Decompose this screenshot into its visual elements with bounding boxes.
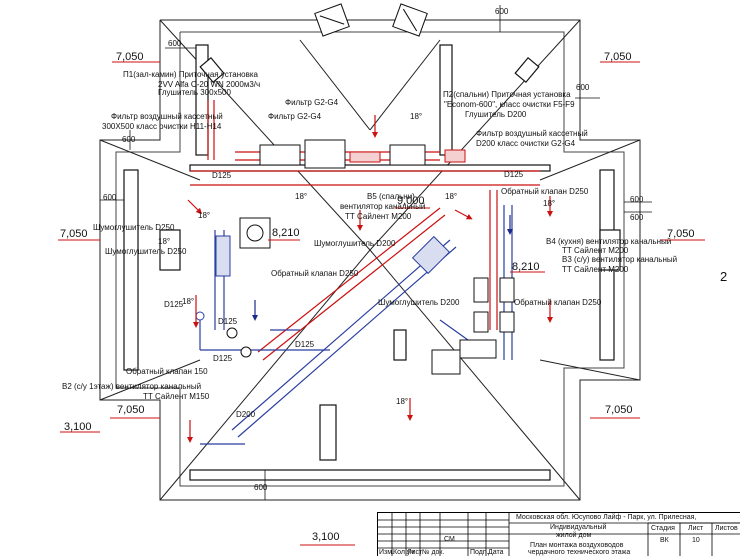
roof-windows xyxy=(314,3,428,37)
stamp-col-stage: Стадия xyxy=(651,525,675,532)
b2-label-1: В2 (с/у 1этаж) вентилятор канальный xyxy=(62,382,202,391)
level-leaders xyxy=(58,61,705,546)
stamp-title-2: чердачного технического этажа xyxy=(528,549,631,556)
level-roof-right: 7,050 xyxy=(604,51,632,63)
level-ground-bottom: 3,100 xyxy=(312,531,340,543)
b5-label-3: ТТ Сайлент М200 xyxy=(345,212,412,221)
angle-label: 18° xyxy=(158,237,171,246)
stamp-object-2: жилой дом xyxy=(556,532,592,539)
stamp-col-sheets: Листов xyxy=(715,525,738,532)
p2-label-1: П2(спальни) Приточная установка xyxy=(443,90,571,99)
dim-600: 600 xyxy=(495,7,509,16)
check-valve-label: Обратный клапан D250 xyxy=(514,298,602,307)
stamp-h-podp: Подп. xyxy=(470,549,489,556)
check-valve-label: Обратный клапан 150 xyxy=(126,367,208,376)
stamp-address: Московская обл. Юсупово Лайф - Парк, ул.… xyxy=(516,514,697,521)
filter-label: Фильтр G2-G4 xyxy=(285,98,339,107)
dim-600: 600 xyxy=(630,213,644,222)
level-room-1: 8,210 xyxy=(272,227,300,239)
b3-label-2: ТТ Сайлент М200 xyxy=(562,265,629,274)
flow-arrows xyxy=(187,115,553,443)
b5-label-2: вентилятор канальный xyxy=(340,202,426,211)
check-valve-label: Обратный клапан D250 xyxy=(271,269,359,278)
filter-cassette-label: Фильтр воздушный кассетный xyxy=(476,129,588,138)
filter-cassette-label: 300Х500 класс очистки Н11-Н14 xyxy=(102,122,222,131)
b2-label-2: ТТ Сайлент М150 xyxy=(143,392,210,401)
equipment xyxy=(195,139,515,375)
title-block: Московская обл. Юсупово Лайф - Парк, ул.… xyxy=(377,512,740,556)
stamp-signer: СМ xyxy=(444,536,455,543)
p1-label-3: Глушитель 300х500 xyxy=(158,88,231,97)
level-low-left: 7,050 xyxy=(117,404,145,416)
muffler-label: Шумоглушитель D250 xyxy=(93,223,175,232)
stamp-h-kol: Кол.уч xyxy=(393,549,414,556)
level-room-3: 9,000 xyxy=(397,195,425,207)
angle-label: 18° xyxy=(198,211,211,220)
dim-600: 600 xyxy=(630,195,644,204)
angle-label: 18° xyxy=(543,199,556,208)
dim-600: 600 xyxy=(254,483,268,492)
filter-cassette-label: Фильтр воздушный кассетный xyxy=(111,112,223,121)
b4-label-2: ТТ Сайлент М200 xyxy=(562,246,629,255)
check-valve-label: Обратный клапан D250 xyxy=(501,187,589,196)
stamp-h-data: Дата xyxy=(488,549,504,556)
b4-label-1: В4 (кухня) вентилятор канальный xyxy=(546,237,672,246)
level-ground-left: 3,100 xyxy=(64,421,92,433)
stamp-h-izm: Изм. xyxy=(379,549,394,556)
duct-size-label: D125 xyxy=(218,317,238,326)
angle-label: 18° xyxy=(410,112,423,121)
level-low-right: 7,050 xyxy=(605,404,633,416)
duct-size-label: D125 xyxy=(213,354,233,363)
dim-600: 600 xyxy=(122,135,136,144)
angle-label: 18° xyxy=(396,397,409,406)
level-room-2: 8,210 xyxy=(512,261,540,273)
duct-size-label: D125 xyxy=(212,171,232,180)
stamp-object-1: Индивидуальный xyxy=(550,524,607,531)
stamp-stage: ВК xyxy=(660,537,669,544)
level-mid-left: 7,050 xyxy=(60,228,88,240)
angle-label: 18° xyxy=(295,192,308,201)
b3-label-1: В3 (с/у) вентилятор канальный xyxy=(562,255,678,264)
title-block-grid xyxy=(378,513,740,556)
muffler-label: Шумоглушитель D250 xyxy=(105,247,187,256)
stamp-title-1: План монтажа воздуховодов xyxy=(530,542,624,549)
dim-600: 600 xyxy=(103,193,117,202)
filter-cassette-label: D200 класс очистки G2-G4 xyxy=(476,139,576,148)
duct-size-label: D125 xyxy=(295,340,315,349)
dimension-lines xyxy=(100,5,652,500)
b5-label-1: В5 (спальни) xyxy=(367,192,415,201)
stamp-h-doc: № док. xyxy=(422,549,445,556)
angle-label: 18° xyxy=(182,297,195,306)
level-mid-right: 7,050 xyxy=(667,228,695,240)
dim-600: 600 xyxy=(576,83,590,92)
angle-label: 18° xyxy=(445,192,458,201)
p2-label-3: Глушитель D200 xyxy=(465,110,527,119)
level-roof-left: 7,050 xyxy=(116,51,144,63)
duct-size-label: D125 xyxy=(504,170,524,179)
p1-label-1: П1(зал-камин) Приточная установка xyxy=(123,70,258,79)
filter-label: Фильтр G2-G4 xyxy=(268,112,322,121)
dim-600: 600 xyxy=(168,39,182,48)
muffler-label: Шумоглушитель D200 xyxy=(378,298,460,307)
stamp-sheet-no: 10 xyxy=(692,537,700,544)
duct-size-label: D125 xyxy=(164,300,184,309)
p2-label-2: "Econom-600", класс очистки F5-F9 xyxy=(444,100,575,109)
stamp-col-sheet: Лист xyxy=(688,525,704,532)
muffler-label: Шумоглушитель D200 xyxy=(314,239,396,248)
duct-size-label: D200 xyxy=(236,410,256,419)
p1-label-2: 2VV Alfa C-20 WN 2000м3/ч xyxy=(158,80,261,89)
roof-outline xyxy=(99,19,641,501)
side-number: 2 xyxy=(720,269,728,284)
stamp-h-list: Лист xyxy=(407,549,423,556)
walls xyxy=(123,44,621,481)
